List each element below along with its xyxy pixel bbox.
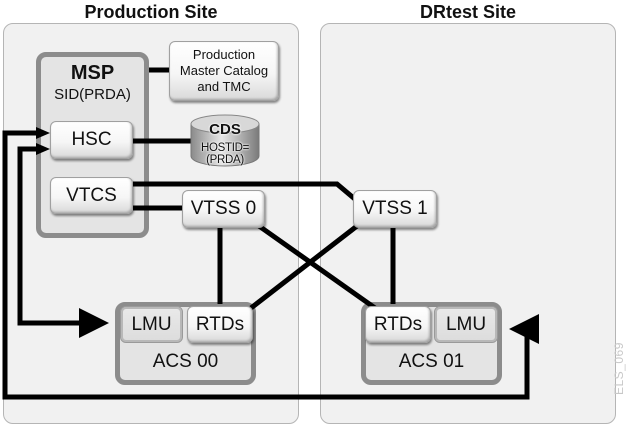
catalog-line-1: Production xyxy=(192,47,256,62)
production-site-title: Production Site xyxy=(84,2,218,22)
wire-hsc-acs01-lmu xyxy=(2,130,539,400)
wire-vtcs-vtss1 xyxy=(133,181,358,202)
database-icon xyxy=(190,114,260,167)
arrowhead-hsc-top xyxy=(36,127,50,139)
acs-01-rtds: RTDs xyxy=(365,306,431,343)
cds-title: CDS xyxy=(209,121,241,138)
acs-00-rtds: RTDs xyxy=(187,306,253,343)
wire-vtss1-acs00-rtds xyxy=(249,224,359,310)
production-master-catalog-node: Production Master Catalog and TMC xyxy=(169,41,279,101)
cds-database: CDS HOSTID=(PRDA) xyxy=(188,112,262,168)
msp-title: MSP xyxy=(70,62,115,84)
acs-01-lmu: LMU xyxy=(434,306,498,343)
catalog-line-2: Master Catalog xyxy=(179,63,269,78)
figure-id-watermark: ELS_069 xyxy=(612,342,626,395)
acs-01-label: ACS 01 xyxy=(398,351,465,372)
cds-hostid: HOSTID=(PRDA) xyxy=(200,142,250,166)
vtcs-node: VTCS xyxy=(50,177,133,214)
msp-sid: SID(PRDA) xyxy=(54,86,131,103)
hsc-node: HSC xyxy=(50,121,133,159)
acs-00-lmu: LMU xyxy=(120,306,183,343)
arrowhead-hsc-bottom xyxy=(36,143,50,155)
vtss-1-node: VTSS 1 xyxy=(353,190,437,228)
drtest-site-title: DRtest Site xyxy=(419,2,517,22)
wire-hsc-acs00-lmu xyxy=(17,146,109,338)
catalog-line-3: and TMC xyxy=(197,79,251,94)
vtss-0-node: VTSS 0 xyxy=(182,190,265,228)
wire-vtss0-acs01-rtds xyxy=(257,223,377,311)
acs-00-label: ACS 00 xyxy=(152,351,219,372)
